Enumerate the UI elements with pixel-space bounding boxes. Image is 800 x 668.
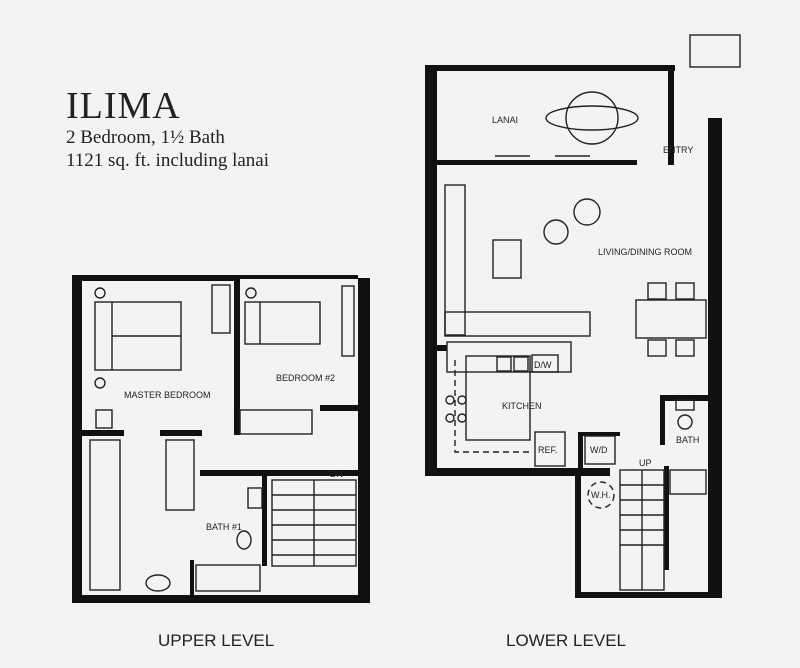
plan-title: ILIMA: [66, 85, 181, 127]
appliance-label-wd: W/D: [590, 445, 608, 455]
lower-stairs: [619, 469, 665, 591]
room-label-entry: ENTRY: [663, 145, 693, 155]
upper-level-caption: UPPER LEVEL: [158, 631, 274, 650]
plan-subtitle: 2 Bedroom, 1½ Bath: [66, 127, 225, 148]
room-label-kitchen: KITCHEN: [502, 401, 542, 411]
room-label-bath-1: BATH #1: [206, 522, 242, 532]
lower-level-caption: LOWER LEVEL: [506, 631, 626, 650]
plan-title-block: ILIMA 2 Bedroom, 1½ Bath 1121 sq. ft. in…: [66, 86, 269, 172]
stairs-down-label: DN: [330, 469, 343, 479]
lower-level-plan: LANAI ENTRY LIVING/DINING ROOM D/W KITCH…: [425, 34, 741, 650]
appliance-label-ref: REF.: [538, 445, 558, 455]
stairs-up-label: UP: [639, 458, 652, 468]
room-label-lanai: LANAI: [492, 115, 518, 125]
room-label-bath: BATH: [676, 435, 699, 445]
upper-level-plan: MASTER BEDROOM BEDROOM #2 BATH #1 DN UPP…: [72, 275, 370, 650]
appliance-label-dw: D/W: [534, 360, 552, 370]
upper-stairs: [271, 479, 357, 567]
room-label-living-dining: LIVING/DINING ROOM: [598, 247, 692, 257]
plan-area: 1121 sq. ft. including lanai: [66, 150, 269, 171]
room-label-bedroom-2: BEDROOM #2: [276, 373, 335, 383]
room-label-master-bedroom: MASTER BEDROOM: [124, 390, 211, 400]
appliance-label-wh: W.H.: [591, 490, 611, 500]
